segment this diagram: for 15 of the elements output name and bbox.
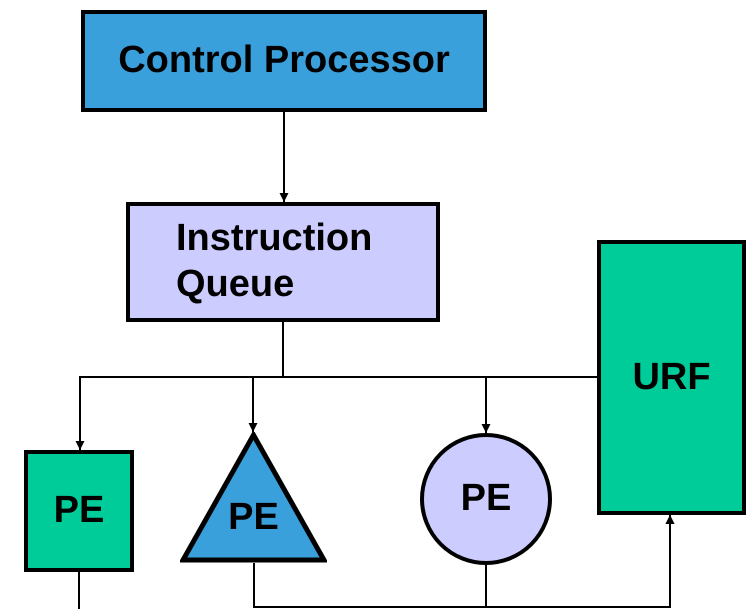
node-label: PE [460, 476, 512, 522]
connector-line [78, 572, 80, 609]
node-label: PE [228, 495, 279, 540]
connector-line [282, 322, 597, 378]
triangle-shape [180, 432, 327, 563]
queue-box [126, 202, 440, 322]
arrow [485, 515, 674, 608]
arrow [280, 112, 288, 202]
process-box [81, 10, 487, 112]
node-label: Instruction Queue [176, 216, 374, 307]
node-label: PE [54, 488, 104, 534]
process-box [597, 240, 746, 515]
process-box [24, 450, 134, 572]
node-label: Control Processor [118, 38, 450, 84]
node-label: URF [632, 354, 711, 400]
